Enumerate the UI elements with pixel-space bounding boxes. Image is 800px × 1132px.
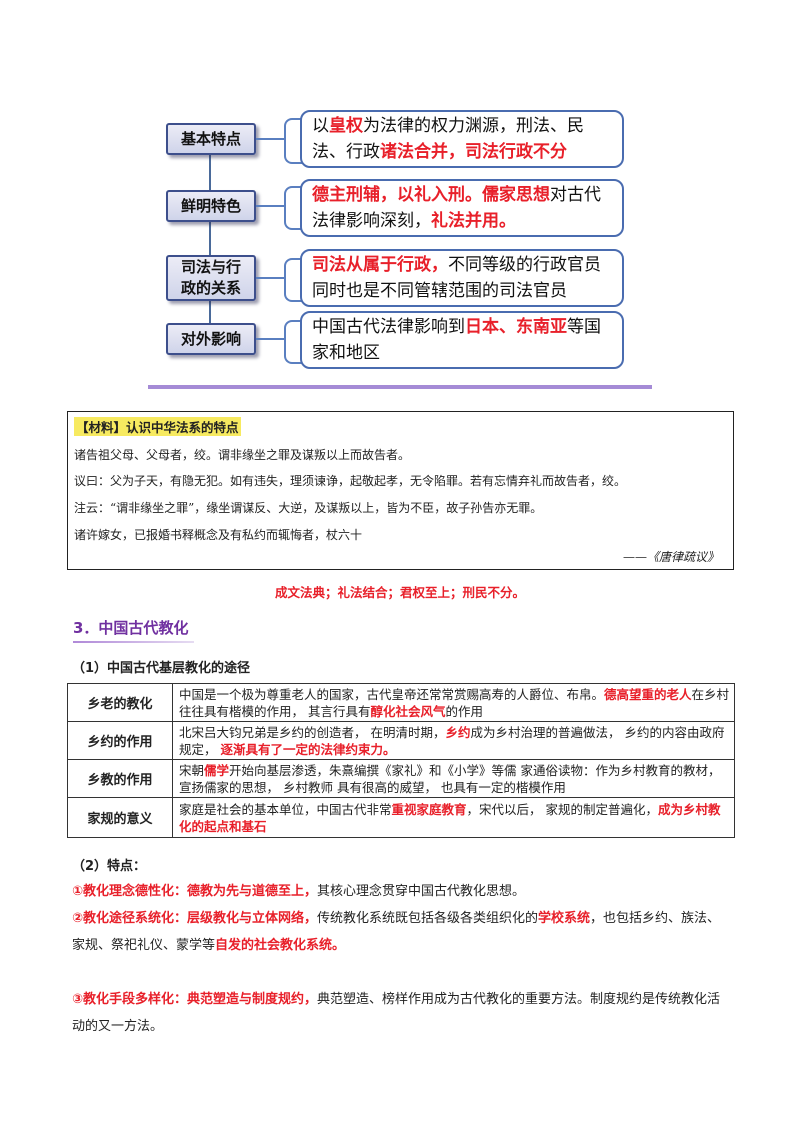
table-row: 乡约的作用 北宋吕大钧兄弟是乡约的创造者， 在明清时期，乡约成为乡村治理的普遍做… bbox=[67, 721, 735, 760]
highlight-text: 乡约 bbox=[445, 724, 471, 740]
text-segment: 宋朝 bbox=[179, 762, 205, 778]
diagram-connector bbox=[256, 338, 286, 340]
text-segment: 等国家和地区 bbox=[312, 317, 601, 363]
diagram-bracket bbox=[284, 258, 304, 302]
highlight-text: ②教化途径系统化：层级教化与立体网络， bbox=[72, 911, 318, 926]
highlight-text: 儒学 bbox=[204, 762, 230, 778]
text-segment: 北宋吕大钧兄弟是乡约的创造者， 在明清时期， bbox=[179, 724, 446, 740]
text-segment: 在乡村往往具有楷模的作用， 其言行具有 bbox=[179, 686, 730, 719]
text-segment: 中国是一个极为尊重老人的国家，古代皇帝还常常赏赐高寿的人爵位、布帛。 bbox=[179, 686, 605, 702]
diagram-bracket bbox=[284, 118, 304, 164]
feature-item: ①教化理念德性化：德教为先与道德至上，其核心理念贯穿中国古代教化思想。 bbox=[72, 878, 732, 905]
table-value: 宋朝儒学开始向基层渗透，朱熹编撰《家礼》和《小学》等儒 家通俗读物：作为乡村教育… bbox=[172, 759, 735, 798]
feature-item: ②教化途径系统化：层级教化与立体网络，传统教化系统既包括各级各类组织化的学校系统… bbox=[72, 905, 732, 959]
highlight-text: 儒家思想 bbox=[482, 185, 550, 205]
subsection-title-paths: （1）中国古代基层教化的途径 bbox=[72, 661, 251, 676]
diagram-bracket bbox=[284, 320, 304, 364]
table-row: 乡老的教化 中国是一个极为尊重老人的国家，古代皇帝还常常赏赐高寿的人爵位、布帛。… bbox=[67, 683, 735, 722]
highlight-text: 德主刑辅，以礼入刑。 bbox=[312, 185, 482, 205]
text-segment: 的作用 bbox=[445, 703, 484, 719]
highlight-text: 司法从属于行政， bbox=[312, 255, 448, 275]
education-paths-table: 乡老的教化 中国是一个极为尊重老人的国家，古代皇帝还常常赏赐高寿的人爵位、布帛。… bbox=[67, 683, 735, 838]
text-segment: 其核心理念贯穿中国古代教化思想。 bbox=[317, 884, 526, 899]
material-source: ——《唐律疏议》 bbox=[622, 550, 719, 564]
table-value: 北宋吕大钧兄弟是乡约的创造者， 在明清时期，乡约成为乡村治理的普遍做法， 乡约的… bbox=[172, 721, 735, 760]
text-segment: 中国古代法律影响到 bbox=[312, 317, 465, 337]
material-summary: 成文法典；礼法结合；君权至上；刑民不分。 bbox=[274, 585, 525, 600]
table-row: 家规的意义 家庭是社会的基本单位，中国古代非常重视家庭教育，宋代以后， 家规的制… bbox=[67, 797, 735, 838]
text-segment: 家庭是社会的基本单位，中国古代非常 bbox=[179, 801, 392, 817]
text-segment: 为法律的权力渊源，刑法、民法、行政 bbox=[312, 116, 584, 162]
subsection-title-features: （2）特点： bbox=[72, 859, 147, 874]
diagram-content-distinct-features: 德主刑辅，以礼入刑。儒家思想对古代法律影响深刻，礼法并用。 bbox=[300, 179, 624, 237]
text-segment: 成为乡村治理的普遍做法， 乡约的内容由政府规定， bbox=[179, 724, 725, 757]
diagram-label-foreign-influence: 对外影响 bbox=[166, 323, 256, 355]
diagram-label-distinct-features: 鲜明特色 bbox=[166, 190, 256, 222]
highlight-text: 德高望重的老人 bbox=[604, 686, 692, 702]
material-line: 议曰：父为子天，有隐无犯。如有违失，理须谏诤，起敬起孝，无令陷罪。若有忘情弃礼而… bbox=[74, 474, 627, 488]
material-line: 诸许嫁女，已报婚书释概念及有私约而辄悔者，杖六十 bbox=[74, 528, 363, 542]
diagram-connector bbox=[256, 277, 286, 279]
feature-item: ③教化手段多样化：典范塑造与制度规约，典范塑造、榜样作用成为古代教化的重要方法。… bbox=[72, 986, 732, 1040]
material-title: 【材料】认识中华法系的特点 bbox=[74, 417, 241, 436]
text-segment: 不同等级的行政官员同时也是不同管辖范围的司法官员 bbox=[312, 255, 601, 301]
diagram-spine bbox=[209, 128, 211, 340]
table-value: 家庭是社会的基本单位，中国古代非常重视家庭教育，宋代以后， 家规的制定普遍化，成… bbox=[172, 797, 735, 838]
text-segment: 对古代法律影响深刻， bbox=[312, 185, 601, 231]
text-segment: 开始向基层渗透，朱熹编撰《家礼》和《小学》等儒 家通俗读物：作为乡村教育的教材，… bbox=[179, 762, 721, 795]
highlight-text: 日本、东南亚 bbox=[465, 317, 567, 337]
table-key: 家规的意义 bbox=[67, 797, 173, 838]
highlight-text: 成为乡村教化的起点和基石 bbox=[179, 801, 721, 834]
table-value: 中国是一个极为尊重老人的国家，古代皇帝还常常赏赐高寿的人爵位、布帛。德高望重的老… bbox=[172, 683, 735, 722]
highlight-text: 重视家庭教育 bbox=[391, 801, 467, 817]
diagram-connector bbox=[256, 205, 286, 207]
material-box: 【材料】认识中华法系的特点 诸告祖父母、父母者，绞。谓非缘坐之罪及谋叛以上而故告… bbox=[67, 411, 734, 570]
highlight-text: 皇权 bbox=[329, 116, 363, 136]
material-line: 注云：“谓非缘坐之罪”，缘坐谓谋反、大逆，及谋叛以上，皆为不臣，故子孙告亦无罪。 bbox=[74, 501, 543, 515]
section-title: 3．中国古代教化 bbox=[73, 619, 195, 643]
table-key: 乡老的教化 bbox=[67, 683, 173, 722]
text-segment: 典范塑造、榜样作用成为古代教化的重要方法。制度规约是传统教化活动的又一方法。 bbox=[72, 992, 721, 1034]
diagram-connector bbox=[256, 138, 286, 140]
text-segment: ，宋代以后， 家规的制定普遍化， bbox=[466, 801, 659, 817]
highlight-text: 逐渐具有了一定的法律约束力。 bbox=[220, 741, 396, 757]
section-divider bbox=[148, 385, 652, 389]
diagram-bracket bbox=[284, 186, 304, 230]
highlight-text: 礼法并用。 bbox=[431, 211, 516, 231]
highlight-text: ③教化手段多样化：典范塑造与制度规约， bbox=[72, 992, 318, 1007]
table-key: 乡约的作用 bbox=[67, 721, 173, 760]
table-key: 乡教的作用 bbox=[67, 759, 173, 798]
highlight-text: 诸法合并，司法行政不分 bbox=[380, 142, 567, 162]
highlight-text: 醇化社会风气 bbox=[370, 703, 446, 719]
legal-system-diagram: 基本特点 以皇权为法律的权力渊源，刑法、民法、行政诸法合并，司法行政不分 鲜明特… bbox=[0, 0, 800, 400]
diagram-content-judicial-admin: 司法从属于行政，不同等级的行政官员同时也是不同管辖范围的司法官员 bbox=[300, 249, 624, 307]
highlight-text: 自发的社会教化系统。 bbox=[215, 938, 346, 953]
diagram-label-judicial-admin: 司法与行 政的关系 bbox=[166, 255, 256, 301]
material-line: 诸告祖父母、父母者，绞。谓非缘坐之罪及谋叛以上而故告者。 bbox=[74, 448, 411, 462]
table-row: 乡教的作用 宋朝儒学开始向基层渗透，朱熹编撰《家礼》和《小学》等儒 家通俗读物：… bbox=[67, 759, 735, 798]
text-segment: 传统教化系统既包括各级各类组织化的 bbox=[317, 911, 539, 926]
text-segment: ，也包括乡约、族法、家规、祭祀礼仪、蒙学等 bbox=[72, 911, 721, 953]
highlight-text: ①教化理念德性化：德教为先与道德至上， bbox=[72, 884, 318, 899]
diagram-content-basic-features: 以皇权为法律的权力渊源，刑法、民法、行政诸法合并，司法行政不分 bbox=[300, 110, 624, 168]
diagram-label-basic-features: 基本特点 bbox=[166, 123, 256, 155]
text-segment: 以 bbox=[312, 116, 329, 136]
diagram-content-foreign-influence: 中国古代法律影响到日本、东南亚等国家和地区 bbox=[300, 311, 624, 369]
highlight-text: 学校系统 bbox=[538, 911, 591, 926]
